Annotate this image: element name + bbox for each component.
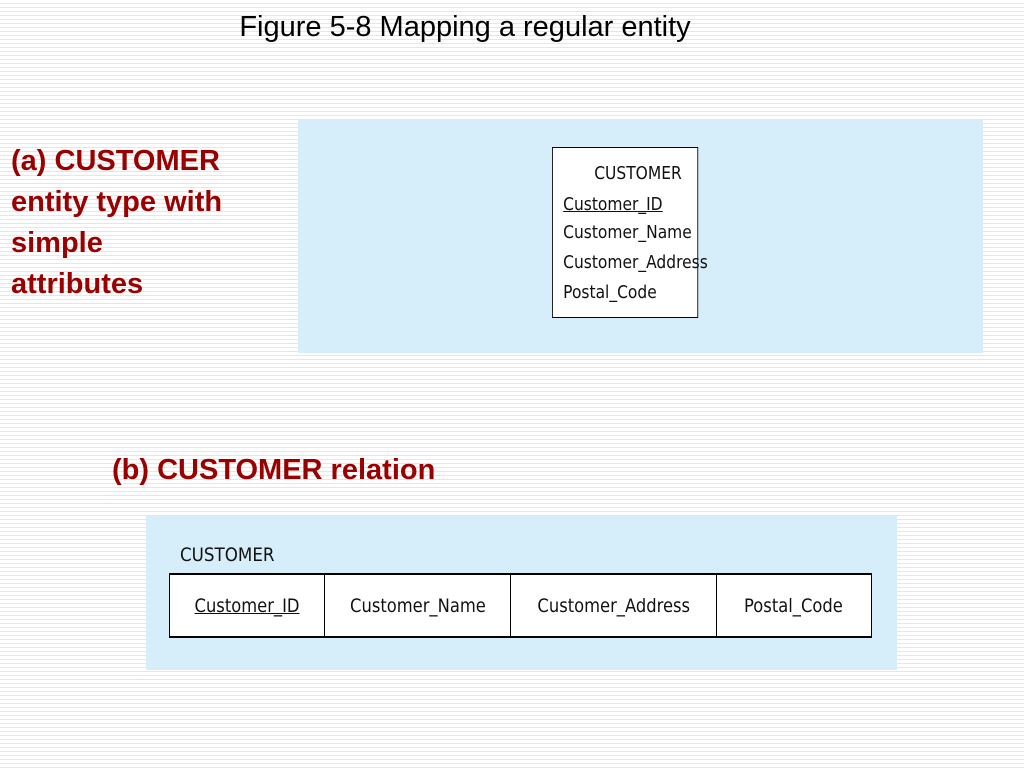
relation-column-label: Customer_Name bbox=[349, 594, 486, 617]
caption-part-a-line: attributes bbox=[11, 268, 144, 300]
caption-part-a-line: entity type with bbox=[11, 186, 223, 218]
relation-column-primary-key: Customer_ID bbox=[170, 575, 325, 636]
entity-attribute: Customer_Address bbox=[563, 252, 708, 273]
entity-attribute: Postal_Code bbox=[563, 282, 657, 303]
relation-column-label: Customer_ID bbox=[194, 594, 300, 617]
entity-name: CUSTOMER bbox=[594, 163, 682, 184]
relation-column: Postal_Code bbox=[717, 575, 870, 636]
relation-diagram-panel: CUSTOMER Customer_ID Customer_Name Custo… bbox=[146, 516, 897, 670]
entity-attribute-identifier: Customer_ID bbox=[563, 194, 663, 215]
entity-attribute: Customer_Name bbox=[563, 222, 692, 243]
relation-column: Customer_Name bbox=[325, 575, 511, 636]
caption-part-a-line: simple bbox=[11, 227, 103, 259]
caption-part-b: (b) CUSTOMER relation bbox=[112, 454, 436, 486]
customer-relation-table: Customer_ID Customer_Name Customer_Addre… bbox=[169, 573, 872, 638]
slide-title: Figure 5-8 Mapping a regular entity bbox=[239, 11, 691, 43]
entity-diagram-panel: CUSTOMER Customer_ID Customer_Name Custo… bbox=[298, 119, 983, 353]
caption-part-a: (a) CUSTOMER entity type with simple att… bbox=[11, 141, 291, 305]
relation-column-label: Postal_Code bbox=[744, 594, 843, 617]
relation-column: Customer_Address bbox=[511, 575, 717, 636]
customer-entity-box: CUSTOMER Customer_ID Customer_Name Custo… bbox=[552, 147, 708, 318]
relation-column-label: Customer_Address bbox=[537, 594, 690, 617]
relation-name: CUSTOMER bbox=[180, 544, 275, 566]
caption-part-a-line: (a) CUSTOMER bbox=[11, 145, 220, 177]
